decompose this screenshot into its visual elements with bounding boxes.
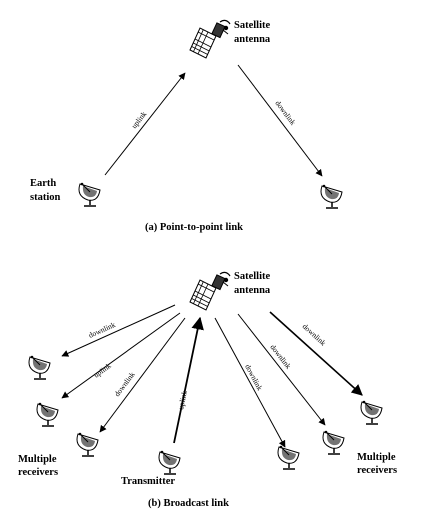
downlink-label-left-1: downlink <box>87 320 117 340</box>
broadcast-satellite-label-line1: Satellite <box>234 271 270 282</box>
receiver-dish-left-1-icon <box>28 354 51 380</box>
right-receivers-line2: receivers <box>357 465 397 476</box>
receiver-dish-right-2-icon <box>322 429 345 455</box>
downlink-arrow-left-2 <box>61 312 181 399</box>
downlink-arrow-right-3 <box>269 311 363 396</box>
downlink-arrow-right-2 <box>237 313 326 426</box>
receiver-dish-left-2-icon <box>36 401 59 427</box>
satellite-icon <box>184 19 231 59</box>
broadcast-satellite-icon <box>184 271 231 311</box>
satellite-label-line2: antenna <box>234 34 271 45</box>
downlink-arrow <box>237 64 323 177</box>
downlink-label-right-2: downlink <box>268 343 293 371</box>
uplink-label-transmitter: uplink <box>176 390 189 411</box>
broadcast-satellite-label-line2: antenna <box>234 285 271 296</box>
caption-b: (b) Broadcast link <box>148 498 229 509</box>
panel-broadcast: Satellite antenna downlink uplink downli… <box>18 271 397 509</box>
earth-label-line1: Earth <box>30 178 56 189</box>
earth-label-line2: station <box>30 192 60 203</box>
earth-station-dish-icon <box>78 181 101 207</box>
uplink-arrow <box>104 72 186 176</box>
transmitter-dish-icon <box>158 449 181 475</box>
downlink-label: downlink <box>273 99 297 127</box>
satellite-label-line1: Satellite <box>234 20 270 31</box>
downlink-arrow-left-1 <box>61 304 176 357</box>
downlink-label-right-1: downlink <box>243 363 264 392</box>
panel-point-to-point: Satellite antenna uplink downlink Earth … <box>30 19 343 233</box>
left-receivers-line1: Multiple <box>18 454 57 465</box>
downlink-arrow-right-1 <box>214 317 286 448</box>
receiver-dish-icon <box>320 183 343 209</box>
caption-a: (a) Point-to-point link <box>145 222 243 233</box>
receiver-dish-right-1-icon <box>277 444 300 470</box>
downlink-label-left-3: downlink <box>112 370 136 398</box>
left-receivers-line2: receivers <box>18 467 58 478</box>
transmitter-label: Transmitter <box>121 476 175 487</box>
uplink-label: uplink <box>129 109 148 130</box>
right-receivers-line1: Multiple <box>357 452 396 463</box>
receiver-dish-right-3-icon <box>360 399 383 425</box>
downlink-arrow-left-3 <box>99 317 186 433</box>
uplink-arrow-transmitter <box>173 316 204 444</box>
receiver-dish-left-3-icon <box>76 431 99 457</box>
